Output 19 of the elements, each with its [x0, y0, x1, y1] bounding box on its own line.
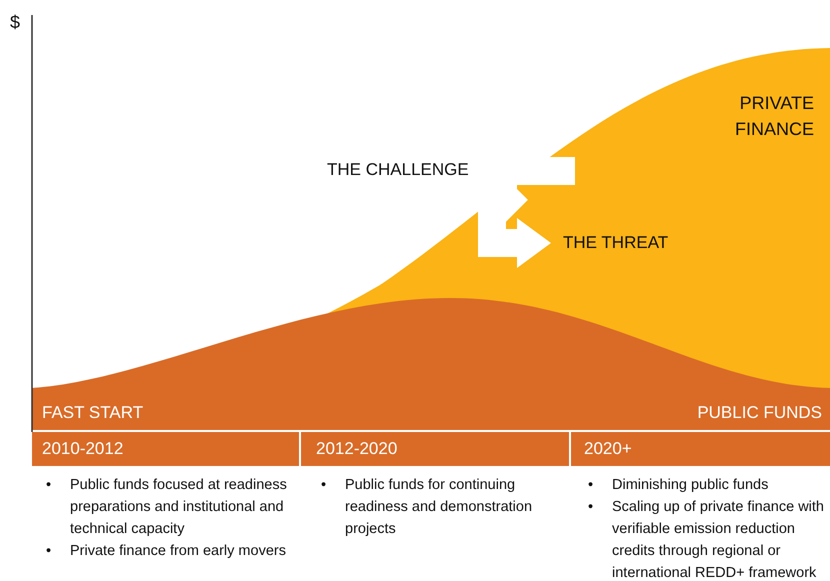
bullet-marker: • — [321, 476, 326, 495]
bullet-text: Public funds focused at readiness preparations and institutional and technical capacity — [70, 477, 287, 537]
bullet-marker: • — [588, 476, 594, 495]
bullet-text: Private finance from early movers — [70, 543, 286, 559]
bullet-text: Diminishing public funds — [612, 477, 768, 493]
arrow-label: THE CHALLENGE — [327, 160, 469, 180]
period-label: 2020+ — [584, 439, 632, 459]
bullet-marker: • — [588, 498, 594, 517]
bullet-text: Public funds for continuing readiness and demonstration projects — [345, 477, 532, 537]
arrow-label: THE THREAT — [563, 233, 668, 253]
period-label: 2010-2012 — [42, 439, 124, 459]
area-label: PRIVATE FINANCE — [734, 92, 814, 141]
area-label: FAST START — [42, 403, 144, 423]
bullet-text: Scaling up of private finance with verifiable emission reduction credits through regional or international REDD+ framework — [612, 499, 824, 581]
axis-label: $ — [10, 12, 20, 33]
period-label: 2012-2020 — [316, 439, 398, 459]
bullet-marker: • — [46, 542, 52, 561]
area-label: PUBLIC FUNDS — [697, 403, 822, 423]
bullet-marker: • — [46, 476, 52, 495]
